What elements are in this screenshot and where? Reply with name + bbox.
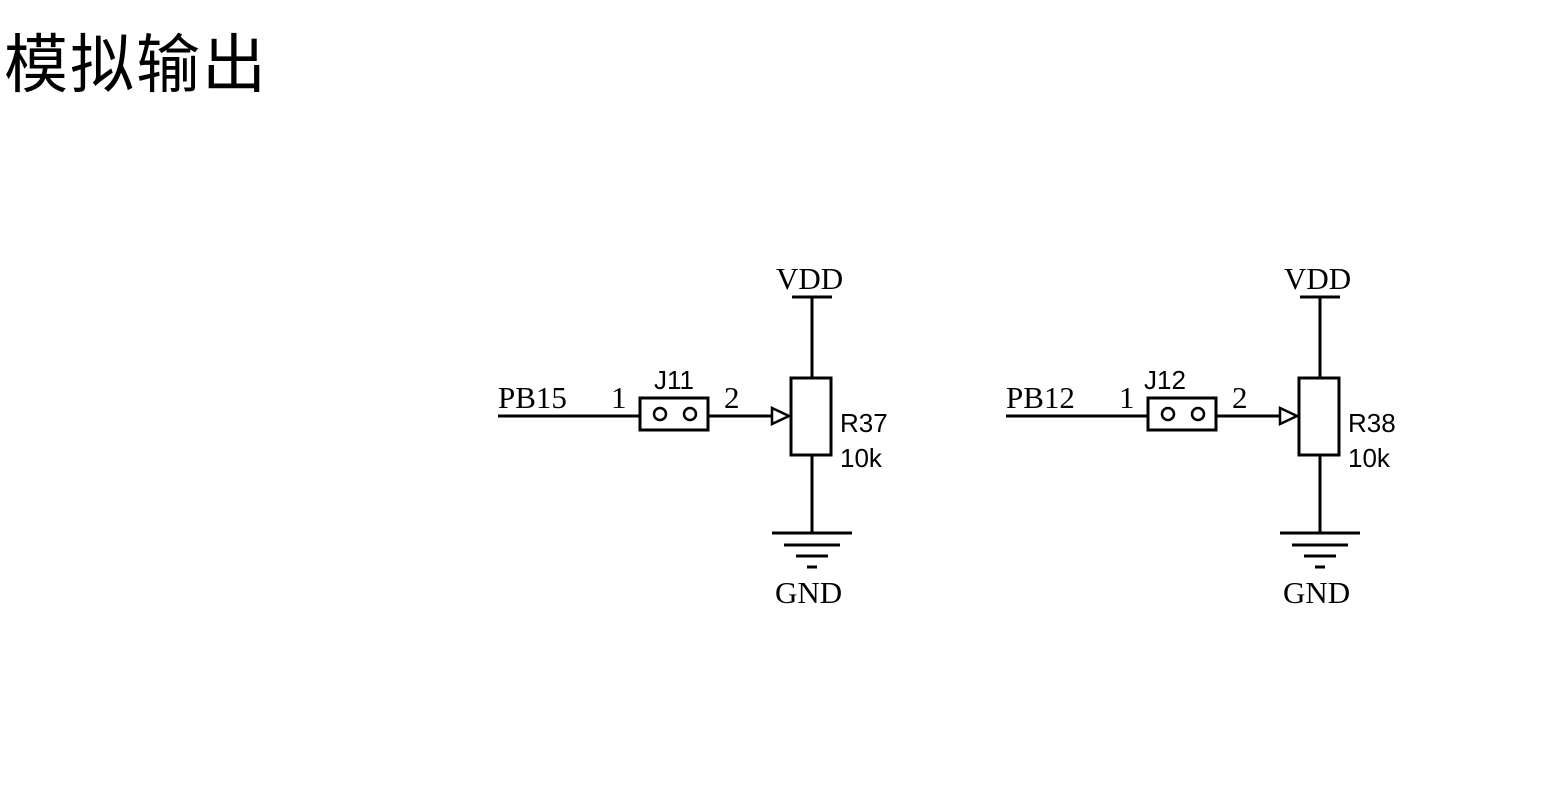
jumper-ref-j11: J11 bbox=[654, 365, 694, 395]
jumper-pin-2 bbox=[682, 406, 698, 422]
circuit-2: PB12 1 J12 2 VDD R38 10k GND bbox=[1006, 261, 1396, 610]
jumper-body bbox=[638, 396, 710, 432]
ground-label-gnd: GND bbox=[775, 575, 842, 610]
jumper-pin1-label: 1 bbox=[1119, 380, 1135, 415]
resistor-value: 10k bbox=[1348, 443, 1391, 473]
page-title: 模拟输出 bbox=[4, 29, 268, 103]
resistor-ref-r37: R37 bbox=[840, 408, 888, 438]
jumper-pin2-label: 2 bbox=[724, 380, 740, 415]
wiper-arrow-icon bbox=[1278, 406, 1300, 426]
jumper-pin1-label: 1 bbox=[611, 380, 627, 415]
supply-label-vdd: VDD bbox=[1284, 261, 1351, 296]
circuit-1: PB15 1 J11 2 VDD R37 10k GND bbox=[498, 261, 888, 610]
resistor-value: 10k bbox=[840, 443, 883, 473]
jumper-pin-1 bbox=[652, 406, 668, 422]
jumper-pin2-label: 2 bbox=[1232, 380, 1248, 415]
resistor-ref-r38: R38 bbox=[1348, 408, 1396, 438]
potentiometer-body bbox=[1297, 376, 1341, 457]
net-label-pb15: PB15 bbox=[498, 380, 567, 415]
ground-icon bbox=[772, 531, 852, 569]
ground-label-gnd: GND bbox=[1283, 575, 1350, 610]
potentiometer-body bbox=[789, 376, 833, 457]
jumper-pin-1 bbox=[1160, 406, 1176, 422]
net-label-pb12: PB12 bbox=[1006, 380, 1075, 415]
ground-icon bbox=[1280, 531, 1360, 569]
wiper-arrow-icon bbox=[770, 406, 792, 426]
jumper-body bbox=[1146, 396, 1218, 432]
supply-label-vdd: VDD bbox=[776, 261, 843, 296]
jumper-pin-2 bbox=[1190, 406, 1206, 422]
jumper-ref-j12: J12 bbox=[1144, 365, 1186, 395]
